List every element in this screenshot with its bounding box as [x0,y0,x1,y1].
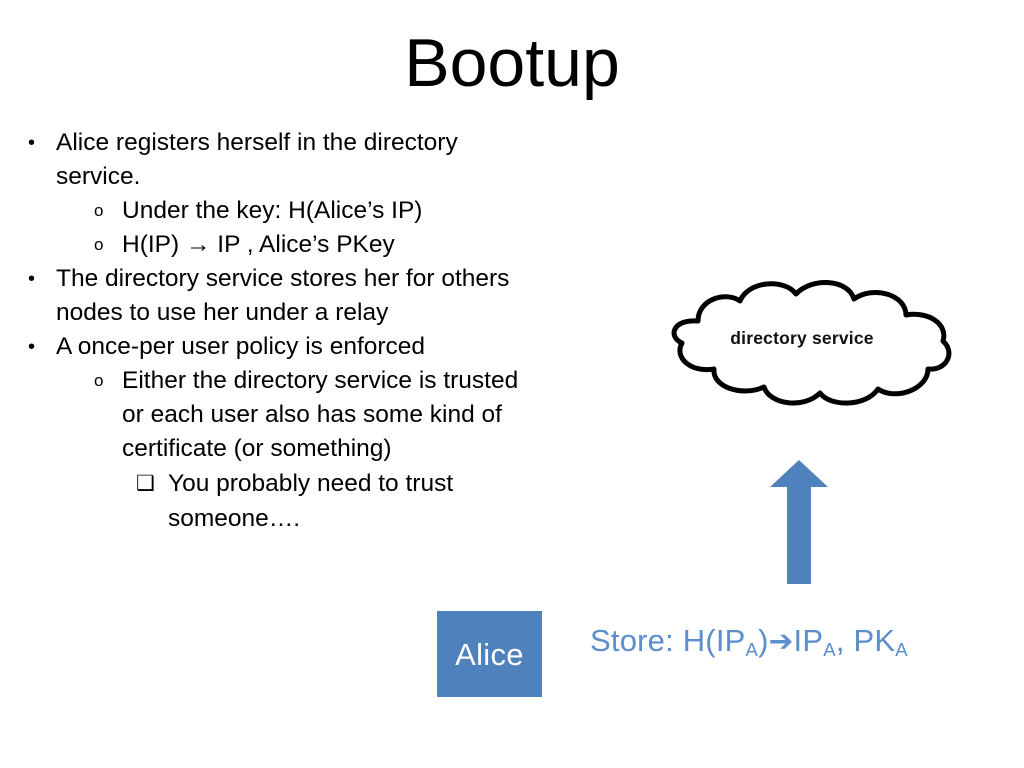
list-item-text: A once-per user policy is enforced [56,333,426,360]
list-item: ❑ You probably need to trust someone…. [136,466,528,536]
store-formula: Store: H(IPA)➔IPA, PKA [590,623,908,660]
cloud-icon [671,280,952,406]
list-item-text: Alice registers herself in the directory… [56,129,458,190]
formula-sub-2: A [823,638,836,660]
bullet-dot-icon: • [28,268,36,290]
formula-part3: , PK [835,623,896,658]
list-item: • A once-per user policy is enforced [28,330,528,364]
store-arrow-icon [770,460,828,584]
list-item: o Either the directory service is truste… [94,364,528,466]
list-item-text: You probably need to trust someone…. [168,470,454,532]
formula-mid: ) [758,623,769,658]
bullet-dot-icon: • [28,336,36,358]
list-item: • Alice registers herself in the directo… [28,126,528,194]
bullet-circle-icon: o [94,371,104,390]
alice-node: Alice [437,611,542,697]
list-item: o Under the key: H(Alice’s IP) [94,194,528,228]
list-item-text: Under the key: H(Alice’s IP) [122,197,423,224]
list-item: o H(IP) → IP , Alice’s PKey [94,228,528,262]
bullet-square-icon: ❑ [136,472,155,495]
page-title: Bootup [404,25,620,101]
formula-part2: IP [793,623,824,658]
cloud-label: directory service [730,328,874,348]
formula-prefix: Store: H(IP [590,623,746,658]
bullet-list: • Alice registers herself in the directo… [28,126,528,536]
formula-sub-3: A [895,638,908,660]
list-item-text: H(IP) → IP , Alice’s PKey [122,231,395,258]
formula-sub-1: A [745,638,759,660]
formula-arrow-icon: ➔ [768,624,794,658]
list-item: • The directory service stores her for o… [28,262,528,330]
bullet-circle-icon: o [94,235,104,254]
bullet-circle-icon: o [94,201,104,220]
bullet-dot-icon: • [28,132,36,154]
alice-node-label: Alice [455,636,524,672]
list-item-text: Either the directory service is trusted … [122,367,519,462]
list-item-text: The directory service stores her for oth… [56,265,510,326]
